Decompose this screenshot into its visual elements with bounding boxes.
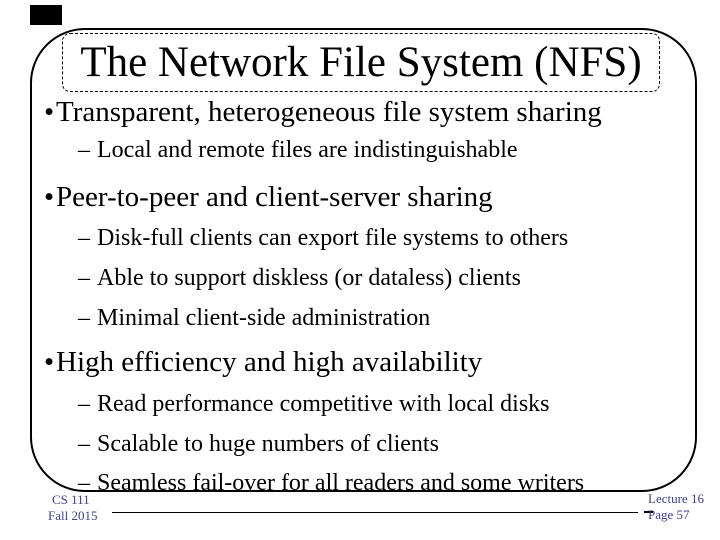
footer-course-info: CS 111 Fall 2015 — [48, 492, 97, 524]
bullet-text: Read performance competitive with local … — [97, 391, 550, 417]
dash-marker: – — [78, 391, 90, 417]
bullet-line: –Read performance competitive with local… — [78, 392, 550, 416]
bullet-text: Seamless fail-over for all readers and s… — [97, 470, 585, 496]
dash-marker: – — [78, 137, 90, 163]
corner-mark — [30, 5, 62, 25]
dash-marker: – — [78, 305, 90, 331]
bullet-line: •Transparent, heterogeneous file system … — [44, 98, 602, 127]
bullet-line: •High efficiency and high availability — [44, 348, 482, 377]
bullet-line: –Seamless fail-over for all readers and … — [78, 471, 584, 495]
dash-marker: – — [78, 265, 90, 291]
bullet-marker: • — [44, 181, 55, 213]
bullet-text: High efficiency and high availability — [56, 346, 483, 378]
bullet-line: –Able to support diskless (or dataless) … — [78, 266, 521, 290]
footer-lecture: Lecture 16 — [648, 491, 704, 506]
bullet-line: •Peer-to-peer and client-server sharing — [44, 183, 493, 212]
footer-term: Fall 2015 — [48, 508, 98, 523]
bullet-text: Transparent, heterogeneous file system s… — [56, 96, 602, 128]
bullet-text: Minimal client-side administration — [97, 305, 431, 331]
footer-course: CS 111 — [52, 492, 90, 507]
footer-page: Page 57 — [648, 507, 690, 522]
slide-title: The Network File System (NFS) — [80, 39, 642, 86]
footer-lecture-info: Lecture 16 Page 57 — [648, 491, 704, 523]
bullet-text: Scalable to huge numbers of clients — [97, 431, 439, 457]
bullet-line: –Disk-full clients can export file syste… — [78, 226, 568, 250]
bullet-text: Peer-to-peer and client-server sharing — [56, 181, 493, 213]
bullet-text: Local and remote files are indistinguish… — [97, 137, 518, 163]
slide-border — [30, 28, 697, 492]
dash-marker: – — [78, 431, 90, 457]
footer-divider-dash — [644, 511, 653, 513]
dash-marker: – — [78, 225, 90, 251]
bullet-text: Able to support diskless (or dataless) c… — [97, 265, 521, 291]
footer-divider-line — [112, 512, 638, 513]
title-box: The Network File System (NFS) — [62, 33, 660, 92]
bullet-line: –Minimal client-side administration — [78, 306, 430, 330]
dash-marker: – — [78, 470, 90, 496]
bullet-marker: • — [44, 96, 55, 128]
bullet-text: Disk-full clients can export file system… — [97, 225, 569, 251]
bullet-line: –Scalable to huge numbers of clients — [78, 432, 439, 456]
bullet-marker: • — [44, 346, 55, 378]
bullet-line: –Local and remote files are indistinguis… — [78, 138, 518, 162]
